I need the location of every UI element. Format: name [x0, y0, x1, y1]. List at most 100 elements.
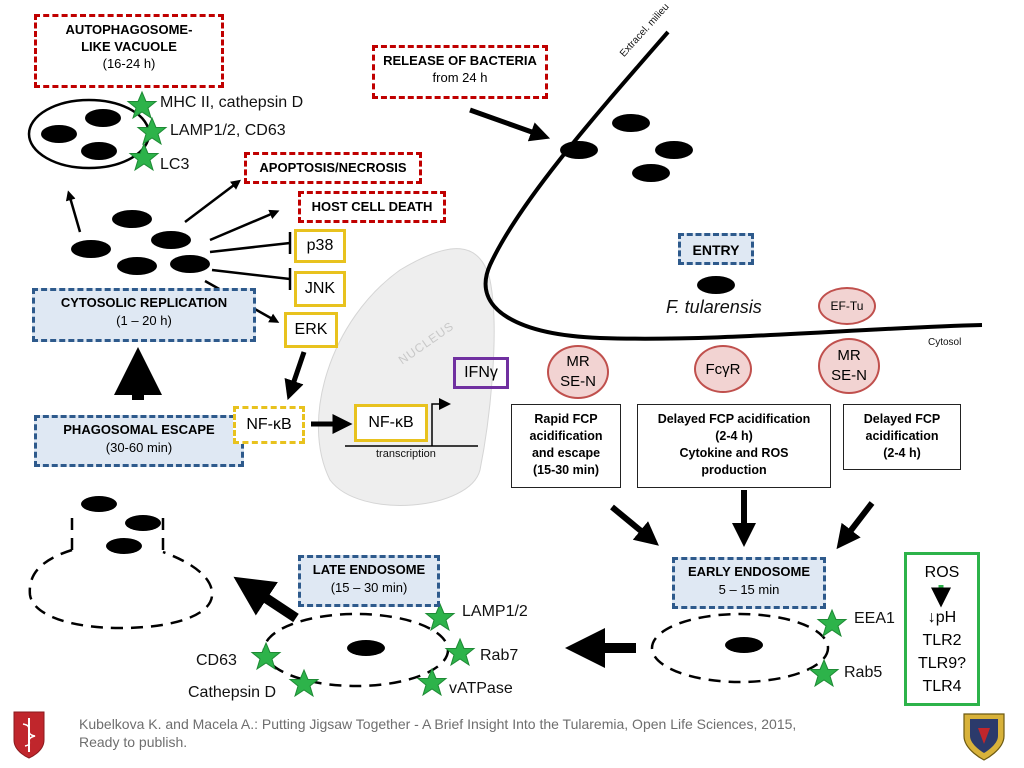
erk-box: ERK: [284, 312, 338, 348]
jnk-box: JNK: [294, 271, 346, 307]
arrow: [209, 209, 280, 242]
fcgr-receptor: FcγR: [694, 345, 752, 393]
eftu-label: EF-Tu: [830, 299, 864, 313]
bacterium: [560, 141, 598, 159]
bacterium-label: F. tularensis: [666, 297, 762, 317]
bacterium: [112, 210, 152, 228]
release-title: RELEASE OF BACTERIA: [383, 53, 537, 68]
cytosolic-title: CYTOSOLIC REPLICATION: [60, 295, 228, 310]
bacterium: [85, 109, 121, 127]
apoptosis-box: APOPTOSIS/NECROSIS: [244, 152, 422, 184]
marker-eea1: EEA1: [854, 610, 895, 627]
arrow: [469, 107, 551, 142]
ros-box: ROS ↓pH TLR2 TLR9? TLR4: [904, 552, 980, 706]
bacterium: [655, 141, 693, 159]
marker-late-cd63: CD63: [196, 652, 237, 669]
entry-label: ENTRY: [692, 242, 740, 258]
transcription-start: [431, 398, 451, 446]
mr2-label-b: SE-N: [831, 367, 867, 384]
right-logo: [963, 713, 1005, 761]
delayed2-line: Delayed FCP: [863, 412, 941, 426]
bacterium: [81, 496, 117, 512]
bacterium: [71, 240, 111, 258]
bacterium: [41, 125, 77, 143]
mr-sen-receptor-1: MR SE-N: [547, 345, 609, 399]
marker-rab5: Rab5: [844, 664, 883, 681]
nfkb-cytosol-box: NF-κB: [233, 406, 305, 444]
bacterium: [125, 515, 161, 531]
ifn-label: IFNγ: [464, 364, 498, 381]
apoptosis-label: APOPTOSIS/NECROSIS: [259, 160, 407, 175]
mr1-label-a: MR: [566, 353, 590, 370]
late-endosome-time: (15 – 30 min): [330, 580, 408, 595]
release-box: RELEASE OF BACTERIA from 24 h: [372, 45, 548, 99]
cytosolic-replication-box: CYTOSOLIC REPLICATION (1 – 20 h): [32, 288, 256, 342]
rapid-line: Rapid FCP: [534, 412, 598, 426]
citation: Kubelkova K. and Macela A.: Putting Jigs…: [79, 715, 939, 751]
delayed-pathway-box-2: Delayed FCP acidification (2-4 h): [843, 404, 961, 470]
inhibition-line: [209, 241, 291, 254]
early-endosome-time: 5 – 15 min: [718, 582, 780, 597]
p38-label: p38: [306, 237, 334, 254]
phagosomal-title: PHAGOSOMAL ESCAPE: [63, 422, 215, 437]
autophagosome-box: AUTOPHAGOSOME-LIKE VACUOLE (16-24 h): [34, 14, 224, 88]
mr2-label-a: MR: [837, 347, 861, 364]
marker-late-lamp: LAMP1/2: [462, 603, 528, 620]
marker-lc3: LC3: [160, 156, 190, 173]
phagosomal-time: (30-60 min): [105, 440, 173, 455]
delayed2-line: acidification: [865, 429, 939, 443]
arrow: [284, 351, 307, 401]
bacterium: [347, 640, 385, 656]
arrow: [65, 190, 82, 233]
arrow: [836, 501, 875, 550]
rapid-line: (15-30 min): [533, 463, 599, 477]
citation-line-2: Ready to publish.: [79, 734, 188, 750]
tlr4-label: TLR4: [922, 678, 962, 695]
bacterium: [151, 231, 191, 249]
marker-star-icon: [445, 638, 475, 666]
nfkb-nucleus-box: NF-κB: [354, 404, 428, 442]
marker-star-icon: [817, 609, 847, 637]
plasma-membrane: [483, 30, 983, 341]
bacterium: [725, 637, 763, 653]
bacterium: [612, 114, 650, 132]
rapid-pathway-box: Rapid FCP acidification and escape (15-3…: [511, 404, 621, 488]
phagosomal-escape-box: PHAGOSOMAL ESCAPE (30-60 min): [34, 415, 244, 467]
arrow: [610, 504, 659, 546]
bacterium: [632, 164, 670, 182]
marker-lamp-cd63: LAMP1/2, CD63: [170, 122, 286, 139]
marker-late-rab7: Rab7: [480, 647, 519, 664]
arrow: [184, 179, 241, 223]
mr1-label-b: SE-N: [560, 373, 596, 390]
marker-late-vatpase: vATPase: [449, 680, 513, 697]
entry-box: ENTRY: [678, 233, 754, 265]
bacterium: [697, 276, 735, 294]
ph-label: ↓pH: [927, 609, 957, 626]
jnk-label: JNK: [304, 280, 336, 297]
escaping-phagosome: [28, 548, 214, 630]
citation-line-1: Kubelkova K. and Macela A.: Putting Jigs…: [79, 716, 797, 732]
delayed1-line: production: [701, 463, 767, 477]
mr-sen-receptor-2: MR SE-N: [818, 338, 880, 394]
left-logo: [13, 711, 45, 759]
inhibition-line: [211, 268, 291, 281]
transcription-label: transcription: [376, 448, 436, 460]
release-time: from 24 h: [432, 70, 488, 85]
delayed-pathway-box-1: Delayed FCP acidification (2-4 h) Cytoki…: [637, 404, 831, 488]
arrow: [233, 576, 299, 623]
late-endosome-box: LATE ENDOSOME (15 – 30 min): [298, 555, 440, 607]
delayed1-line: Delayed FCP acidification: [657, 412, 811, 426]
tlr2-label: TLR2: [922, 632, 962, 649]
early-endosome-title: EARLY ENDOSOME: [687, 564, 811, 579]
nfkb-nucleus-label: NF-κB: [368, 414, 414, 431]
host-death-box: HOST CELL DEATH: [298, 191, 446, 223]
delayed2-line: (2-4 h): [883, 446, 921, 460]
rapid-line: acidification: [529, 429, 603, 443]
delayed1-line: (2-4 h): [715, 429, 753, 443]
bacterium: [170, 255, 210, 273]
eftu-receptor: EF-Tu: [818, 287, 876, 325]
delayed1-line: Cytokine and ROS: [679, 446, 789, 460]
marker-star-icon: [425, 603, 455, 631]
ifn-box: IFNγ: [453, 357, 509, 389]
